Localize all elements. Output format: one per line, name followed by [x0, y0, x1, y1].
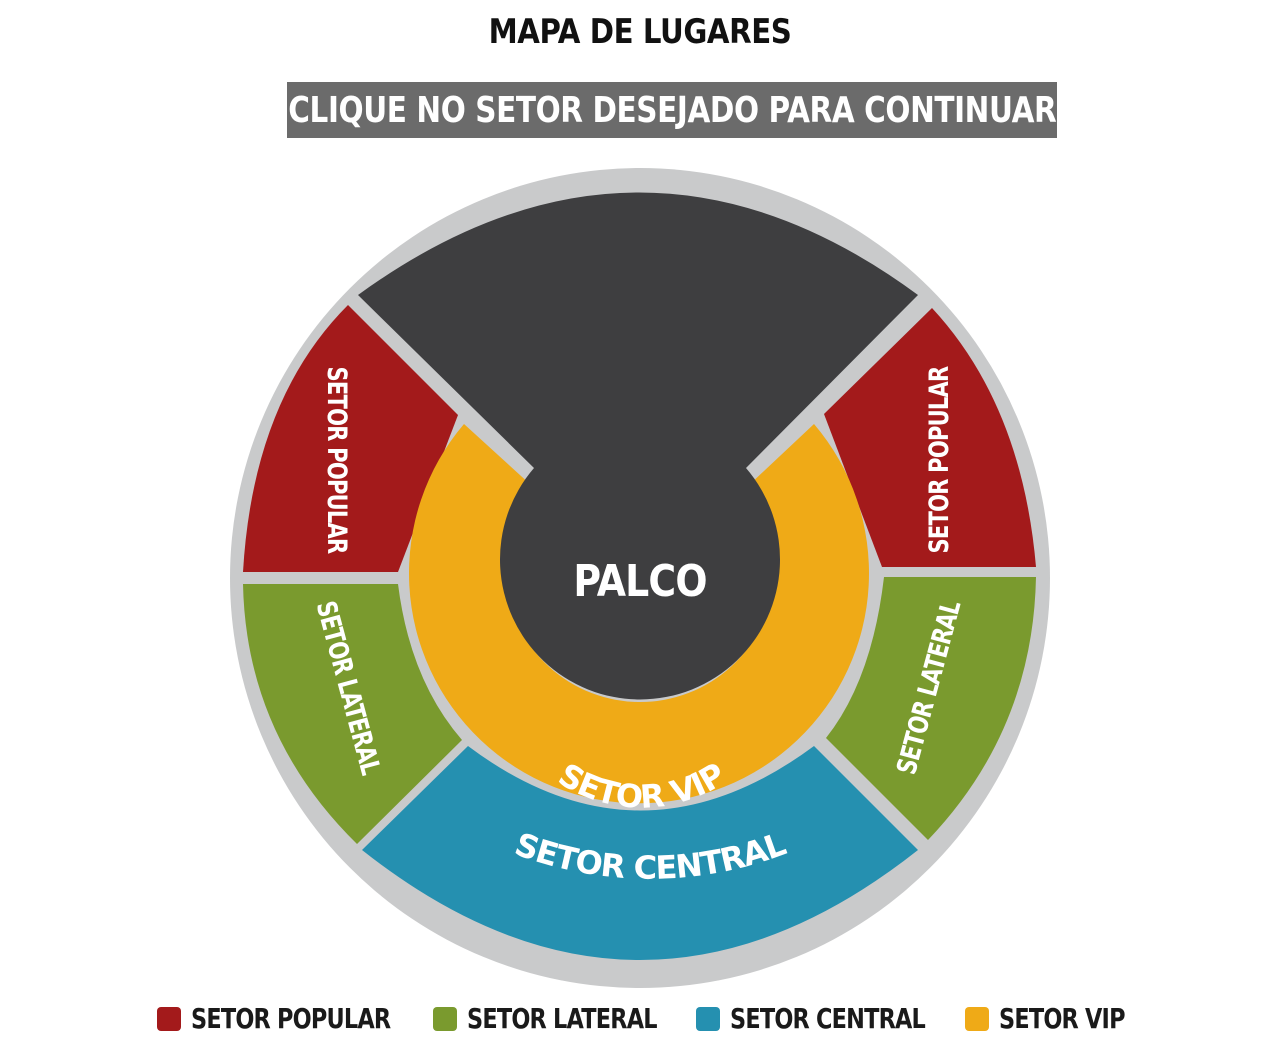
section-setor-popular-left[interactable] [243, 305, 458, 572]
legend-swatch-lateral [432, 1006, 457, 1031]
page-title: MAPA DE LUGARES [488, 12, 792, 52]
legend: SETOR POPULAR SETOR LATERAL SETOR CENTRA… [0, 1002, 1280, 1035]
section-setor-popular-right[interactable] [824, 308, 1036, 567]
legend-item-vip: SETOR VIP [965, 1002, 1126, 1035]
section-label-popular-right: SETOR POPULAR [923, 365, 954, 553]
section-setor-central[interactable] [362, 746, 918, 960]
section-setor-lateral-right[interactable] [826, 577, 1036, 840]
legend-item-lateral: SETOR LATERAL [432, 1002, 670, 1035]
legend-swatch-central [695, 1006, 720, 1031]
section-setor-vip[interactable] [408, 424, 869, 804]
stage-label: PALCO [573, 555, 706, 606]
section-label-popular-left: SETOR POPULAR [322, 367, 353, 555]
legend-item-central: SETOR CENTRAL [695, 1002, 940, 1035]
legend-label-central: SETOR CENTRAL [729, 1002, 926, 1035]
legend-label-popular: SETOR POPULAR [191, 1002, 391, 1035]
instruction-banner: CLIQUE NO SETOR DESEJADO PARA CONTINUAR [287, 82, 1057, 138]
legend-label-lateral: SETOR LATERAL [466, 1002, 658, 1035]
stage-palco[interactable] [358, 192, 918, 700]
instruction-text: CLIQUE NO SETOR DESEJADO PARA CONTINUAR [287, 89, 1057, 131]
legend-item-popular: SETOR POPULAR [157, 1002, 406, 1035]
legend-label-vip: SETOR VIP [999, 1002, 1126, 1035]
section-setor-lateral-left[interactable] [243, 584, 462, 844]
legend-swatch-vip [965, 1006, 990, 1031]
legend-swatch-popular [157, 1006, 182, 1031]
